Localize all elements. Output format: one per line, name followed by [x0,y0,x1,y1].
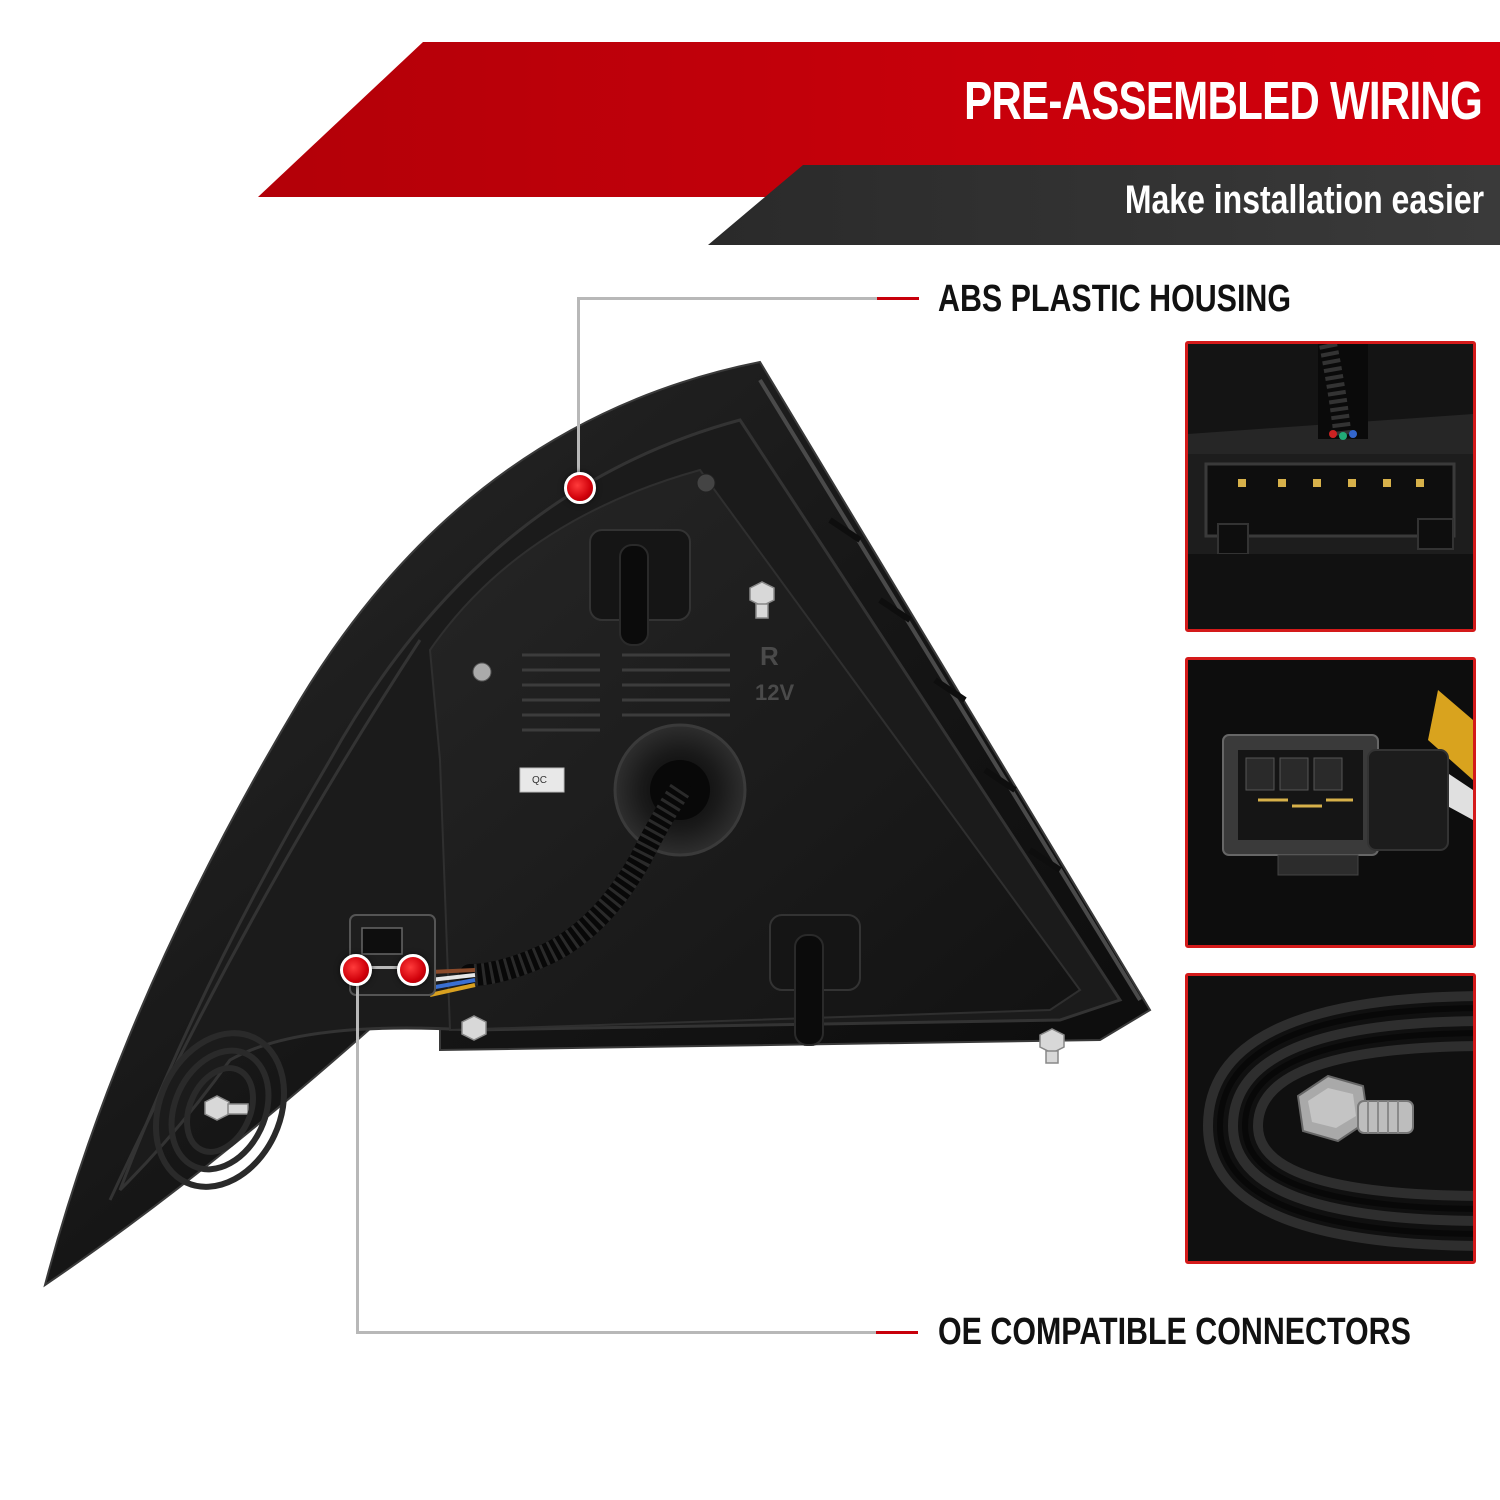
callout-line-housing-v [577,297,580,487]
inset-mounting-stud [1185,973,1476,1264]
callout-tip-connector [876,1331,918,1334]
callout-tip-housing [877,297,919,300]
mounting-stud-image [1188,976,1473,1261]
lower-socket-post [794,934,824,1046]
callout-label-housing: ABS PLASTIC HOUSING [938,278,1291,320]
wire-colors [429,968,476,997]
callout-line-connector-link [356,966,416,969]
qc-sticker [519,767,565,793]
header-banner-dark [708,165,1500,245]
housing-ribs [828,517,1062,873]
callout-marker-connector-1 [340,954,372,986]
mounting-studs [204,581,1065,1121]
right-mark: R [760,641,779,671]
qc-sticker-text: QC [532,775,547,786]
inset-connector [1185,657,1476,948]
wiring-plug-image [1188,344,1473,629]
screw [696,473,716,493]
callout-line-connector-h [356,1331,876,1334]
callout-label-connectors: OE COMPATIBLE CONNECTORS [938,1311,1411,1353]
callout-marker-housing [564,472,596,504]
callout-marker-connector-2 [397,954,429,986]
headline: PRE-ASSEMBLED WIRING [964,71,1483,131]
callout-line-housing-h [577,297,877,300]
screw [472,662,492,682]
top-socket-post [619,544,649,646]
callout-line-connector-v [356,970,359,1334]
connector-image [1188,660,1473,945]
molded-spec-text [522,653,730,732]
voltage-mark: 12V [755,680,794,705]
subline: Make installation easier [1124,178,1484,222]
mounting-gasket [152,1030,288,1190]
inset-wiring-plug [1185,341,1476,632]
